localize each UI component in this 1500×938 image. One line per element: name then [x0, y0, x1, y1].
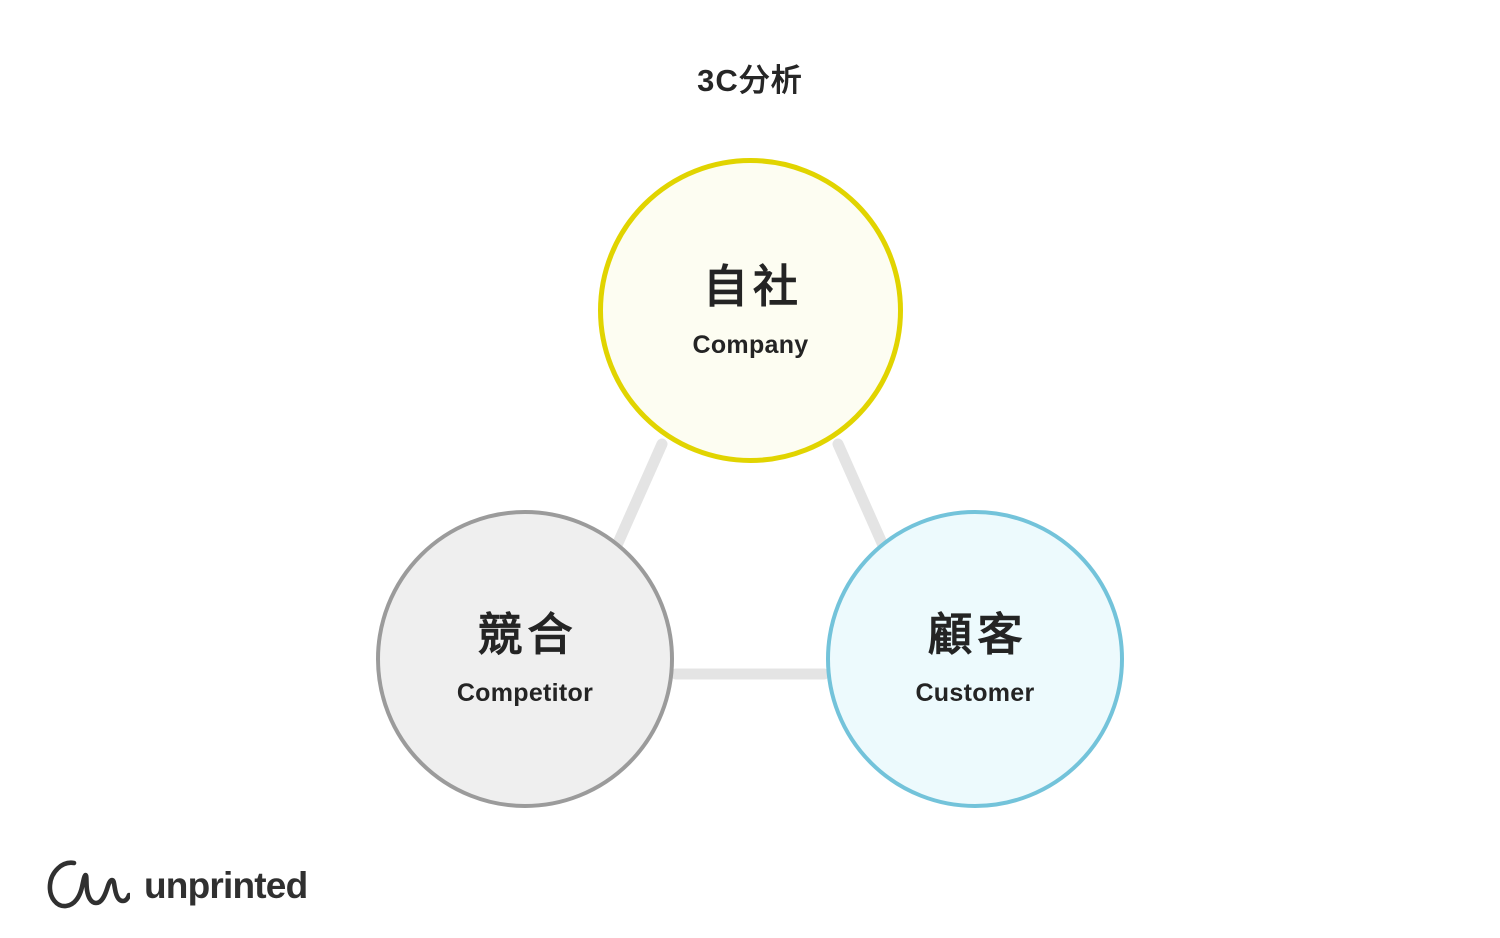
unprinted-script-mark-icon: [47, 860, 130, 909]
page-title: 3C分析: [697, 63, 803, 98]
node-customer-en-label: Customer: [915, 679, 1035, 707]
node-company[interactable]: 自社 Company: [598, 158, 903, 463]
node-customer-jp-label: 顧客: [927, 609, 1028, 660]
node-company-jp-label: 自社: [702, 260, 803, 312]
node-competitor-en-label: Competitor: [456, 679, 594, 707]
node-company-en-label: Company: [692, 330, 809, 359]
connector-company-competitor: [608, 438, 668, 558]
brand-logo[interactable]: unprinted: [44, 856, 308, 914]
node-customer[interactable]: 顧客 Customer: [826, 510, 1124, 808]
connector-company-customer: [832, 438, 892, 558]
brand-logo-text: unprinted: [144, 864, 308, 906]
node-competitor-jp-label: 競合: [477, 609, 578, 660]
node-competitor[interactable]: 競合 Competitor: [376, 510, 674, 808]
